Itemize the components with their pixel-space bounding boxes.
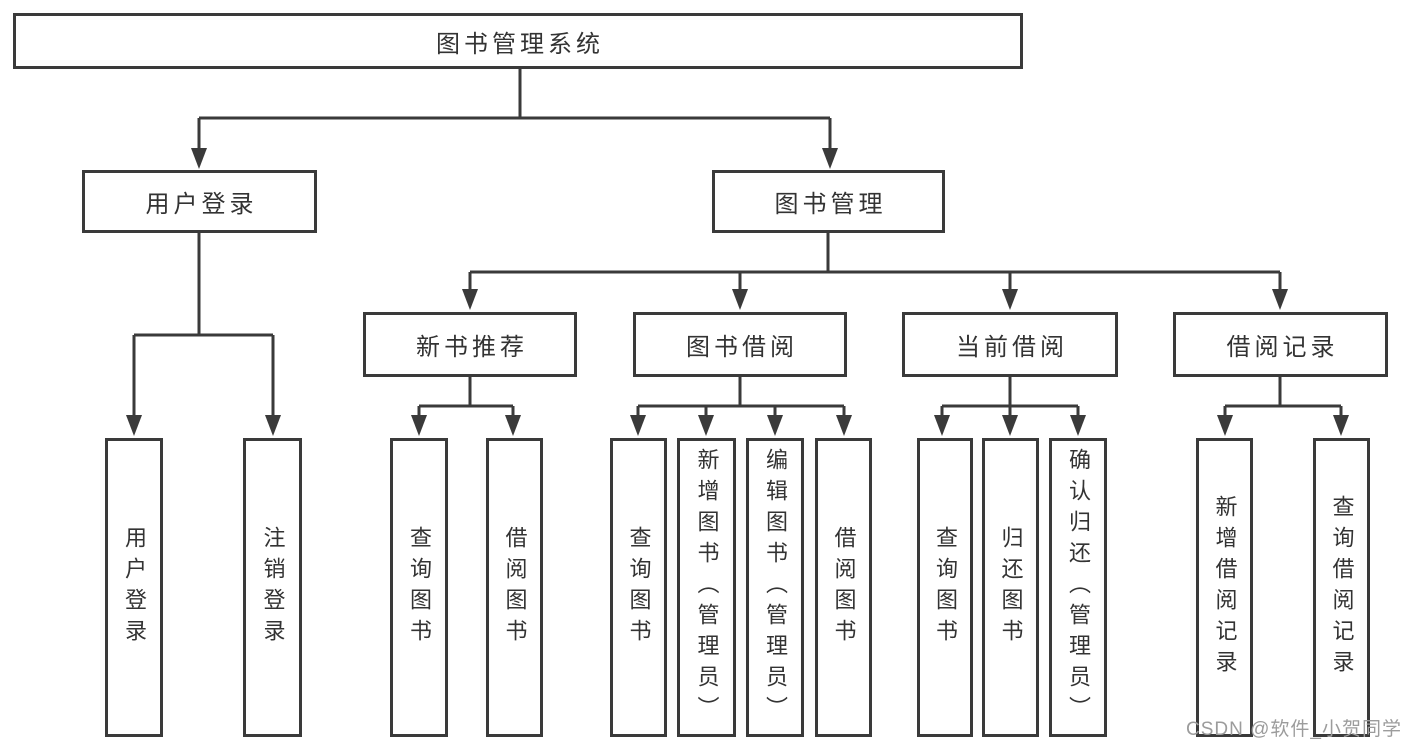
leaf-confirm-return-admin: 确认归还（管理员）: [1049, 438, 1107, 737]
leaf-return-book: 归还图书: [982, 438, 1039, 737]
leaf-logout: 注销登录: [243, 438, 302, 737]
node-user-login: 用户登录: [82, 170, 317, 233]
node-borrow-records: 借阅记录: [1173, 312, 1388, 377]
leaf-borrow-books-recommend: 借阅图书: [486, 438, 543, 737]
leaf-query-books-current: 查询图书: [917, 438, 973, 737]
leaf-edit-book-admin: 编辑图书（管理员）: [746, 438, 804, 737]
node-root-system: 图书管理系统: [13, 13, 1023, 69]
csdn-watermark: CSDN @软件_小贺同学: [1186, 719, 1402, 740]
node-current-borrow: 当前借阅: [902, 312, 1118, 377]
leaf-add-borrow-record: 新增借阅记录: [1196, 438, 1253, 737]
node-book-management: 图书管理: [712, 170, 945, 233]
node-book-borrow: 图书借阅: [633, 312, 847, 377]
leaf-user-login: 用户登录: [105, 438, 163, 737]
leaf-query-books-recommend: 查询图书: [390, 438, 448, 737]
node-new-book-recommend: 新书推荐: [363, 312, 577, 377]
leaf-borrow-books: 借阅图书: [815, 438, 872, 737]
leaf-query-books-borrow: 查询图书: [610, 438, 667, 737]
leaf-query-borrow-record: 查询借阅记录: [1313, 438, 1370, 737]
leaf-add-book-admin: 新增图书（管理员）: [677, 438, 736, 737]
